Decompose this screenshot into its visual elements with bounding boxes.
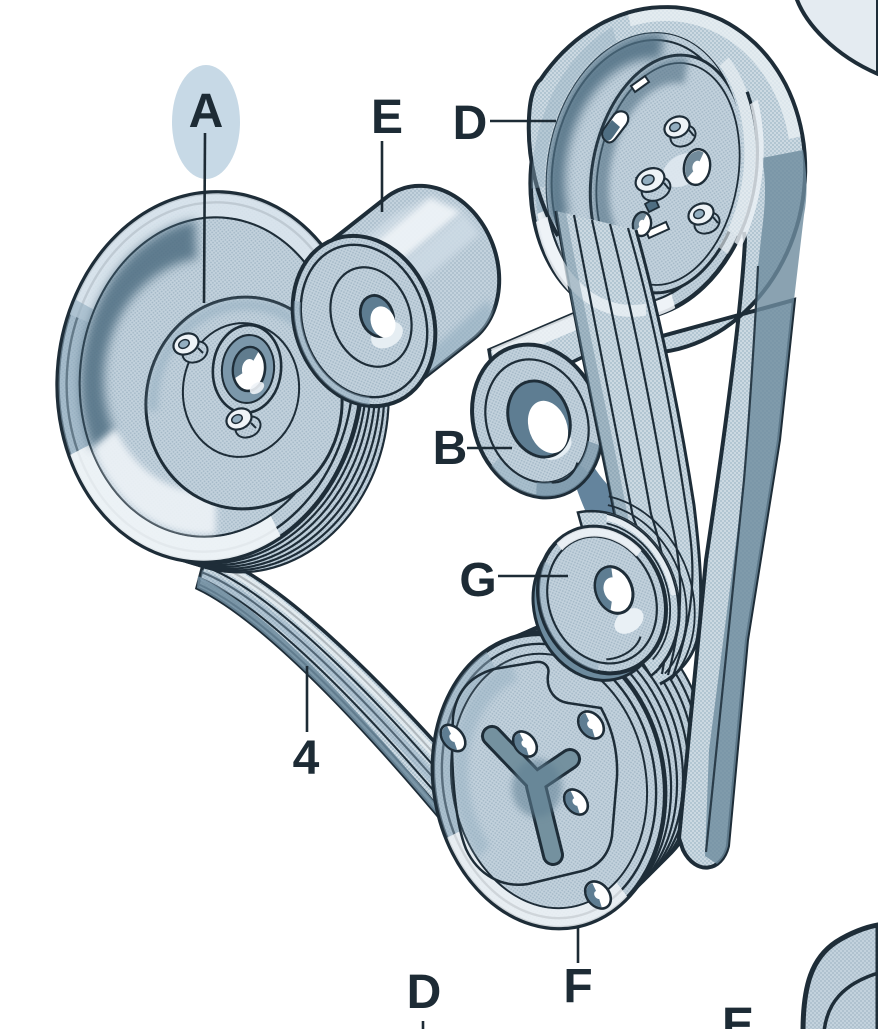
svg-text:G: G <box>459 554 496 607</box>
svg-text:D: D <box>407 966 442 1019</box>
svg-text:F: F <box>563 960 592 1013</box>
svg-text:D: D <box>453 97 488 150</box>
svg-text:4: 4 <box>293 732 320 785</box>
svg-text:E: E <box>722 999 754 1029</box>
svg-text:A: A <box>189 85 224 138</box>
svg-text:E: E <box>371 91 403 144</box>
svg-text:B: B <box>433 422 468 475</box>
